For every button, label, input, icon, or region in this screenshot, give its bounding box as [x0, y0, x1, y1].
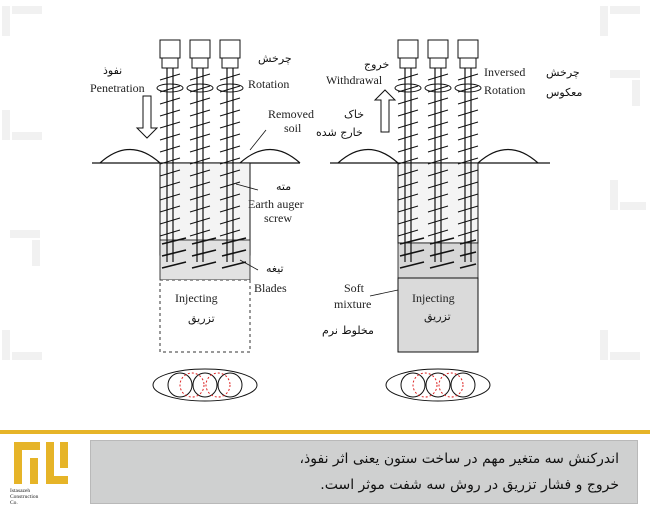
logo-text-line: Istasazeh [10, 488, 31, 494]
label-injecting-fa: تزریق [188, 312, 215, 326]
cross-section-right [385, 368, 491, 402]
label-rotation-fa: چرخش [258, 52, 292, 65]
label-injecting-en: Injecting [175, 291, 218, 305]
removed-soil-mound-right [477, 149, 539, 164]
company-logo [10, 438, 72, 508]
logo-text-line: Construction [10, 494, 39, 500]
earth-auger-screws [397, 73, 479, 237]
label-removed-soil-2: soil [284, 121, 302, 135]
label-soft-mixture-fa: مخلوط نرم [322, 324, 374, 337]
caption-line-1: اندرکنش سه متغیر مهم در ساخت ستون یعنی ا… [299, 451, 620, 467]
mixing-blades [399, 237, 477, 269]
logo-mark-icon [14, 442, 68, 484]
label-penetration-en: Penetration [90, 81, 145, 95]
label-auger-en-2: screw [264, 211, 292, 225]
watermark-pattern [2, 6, 646, 360]
removed-soil-mound-left [99, 149, 161, 164]
cross-section-left [152, 368, 258, 402]
label-penetration-fa: نفوذ [103, 64, 122, 77]
label-injecting-en: Injecting [412, 291, 455, 305]
removed-soil-mound-right [239, 149, 301, 164]
label-removed-soil-fa-1: خاک [344, 108, 364, 121]
mixing-zone [397, 242, 479, 279]
injected-column-outline [159, 279, 251, 353]
accent-band [0, 430, 650, 434]
label-soft-mixture-en-2: mixture [334, 297, 371, 311]
right-diagram-withdrawal: خروج Withdrawal چرخش معکوس Inversed Rota… [316, 39, 582, 402]
label-auger-fa: مته [276, 180, 291, 193]
withdrawal-arrow [373, 89, 397, 133]
caption-footer: Istasazeh Construction Co. اندرکنش سه مت… [0, 430, 650, 514]
leader-lines [235, 129, 267, 271]
drive-head [397, 39, 479, 69]
logo-text-line: Co. [10, 500, 18, 506]
drive-head [159, 39, 241, 69]
label-removed-soil-fa-2: خارج شده [316, 126, 363, 139]
inversed-rotation-arrows [394, 83, 482, 93]
soft-mixture-column [397, 277, 479, 353]
label-withdrawal-fa: خروج [364, 58, 389, 71]
earth-auger-screws [159, 73, 241, 237]
mixing-blades [161, 237, 247, 269]
label-rotation-en: Rotation [248, 77, 289, 91]
label-inversed-rotation-en-1: Inversed [484, 65, 525, 79]
mixing-zone [159, 239, 251, 281]
label-auger-en-1: Earth auger [248, 197, 304, 211]
label-blades-en: Blades [254, 281, 287, 295]
logo-text: Istasazeh Construction Co. [10, 488, 38, 506]
label-inversed-rotation-fa-1: چرخش [546, 66, 580, 79]
label-soft-mixture-en-1: Soft [344, 281, 365, 295]
auger-shafts [166, 68, 234, 262]
removed-soil-mound-left [337, 149, 399, 164]
label-removed-soil-1: Removed [268, 107, 314, 121]
label-blades-fa: تیغه [266, 262, 284, 275]
bore-hole [397, 162, 479, 244]
leader-lines [369, 289, 399, 297]
label-inversed-rotation-en-2: Rotation [484, 83, 525, 97]
caption-line-2: خروج و فشار تزریق در روش سه شفت موثر است… [320, 477, 619, 493]
label-inversed-rotation-fa-2: معکوس [546, 86, 582, 99]
penetration-arrow [135, 95, 159, 139]
label-injecting-fa: تزریق [424, 310, 451, 324]
rotation-arrows [156, 83, 244, 93]
caption-box: اندرکنش سه متغیر مهم در ساخت ستون یعنی ا… [90, 440, 638, 504]
left-diagram-penetration: نفوذ Penetration چرخش Rotation Removed s… [90, 39, 314, 402]
label-withdrawal-en: Withdrawal [326, 73, 383, 87]
three-shaft-auger-diagram: نفوذ Penetration چرخش Rotation Removed s… [2, 6, 646, 402]
